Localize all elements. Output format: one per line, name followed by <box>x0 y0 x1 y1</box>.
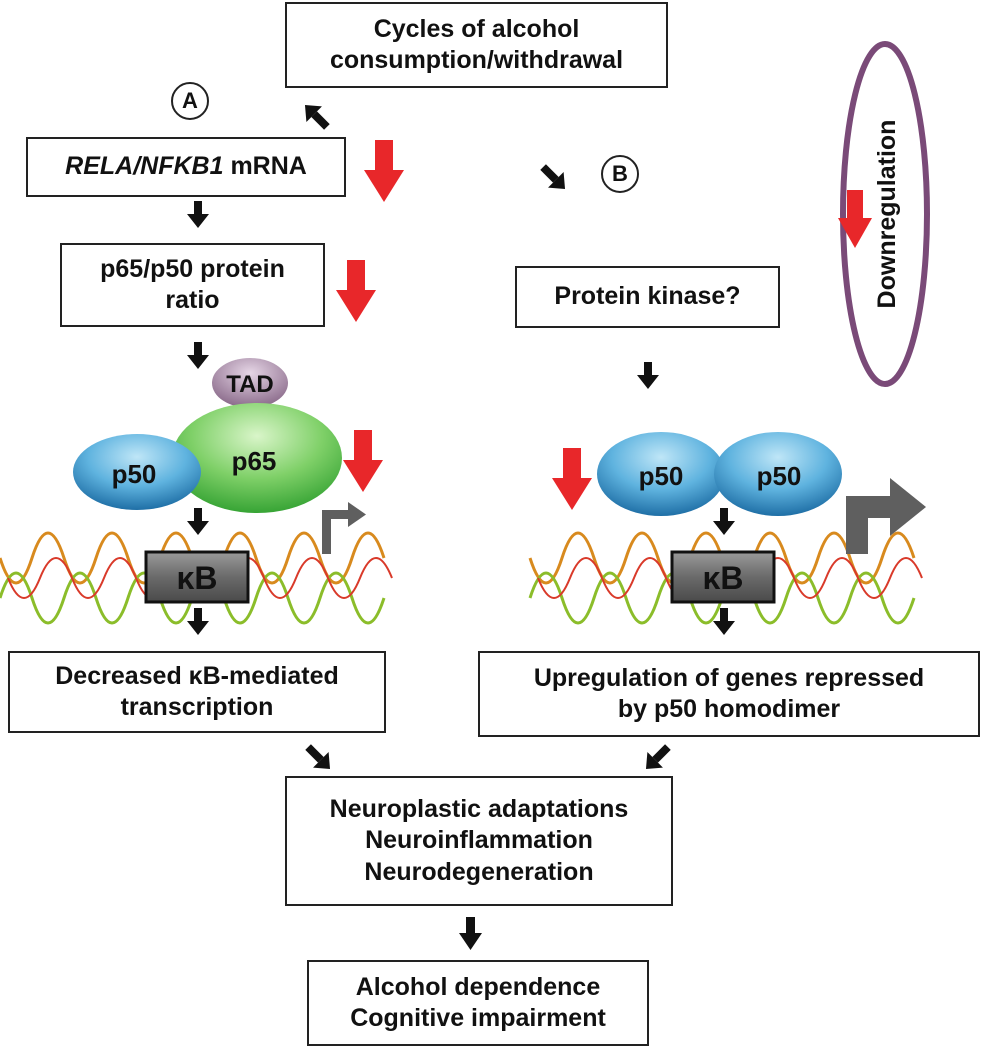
down-arrow-mrna-icon <box>364 140 404 202</box>
kb-label-a: κB <box>177 560 218 596</box>
ratio-box-line1: p65/p50 protein <box>100 254 285 283</box>
legend-down-arrow-icon <box>838 190 872 248</box>
p50-label-b-right: p50 <box>757 461 802 491</box>
legend-ellipse <box>840 41 930 387</box>
kb-box-a <box>144 550 250 604</box>
p50-subunit-a <box>73 434 201 510</box>
p50-subunit-b-left <box>597 432 725 516</box>
promoter-arrow-a-icon <box>322 502 366 554</box>
promoter-arrow-b-icon <box>846 478 926 554</box>
arrow-a2-icon <box>187 342 209 369</box>
p50-label-b-left: p50 <box>639 461 684 491</box>
p65-subunit <box>172 403 342 513</box>
down-arrows <box>336 140 592 510</box>
pathway-b-label: B <box>601 155 639 193</box>
flow-arrows <box>187 104 735 950</box>
ratio-box: p65/p50 protein ratio <box>60 243 325 327</box>
kinase-box: Protein kinase? <box>515 266 780 328</box>
p50-subunit-b-right <box>714 432 842 516</box>
mrna-suffix: mRNA <box>223 152 307 181</box>
effects-box: Neuroplastic adaptations Neuroinflammati… <box>285 776 673 906</box>
arrow-top-to-b-icon <box>540 164 566 190</box>
mrna-box: RELA/NFKB1 mRNA <box>26 137 346 197</box>
top-box-line1: Cycles of alcohol <box>373 14 580 43</box>
arrow-effects-to-final-icon <box>459 917 482 950</box>
top-box-line2: consumption/withdrawal <box>329 46 624 74</box>
effects-line3: Neurodegeneration <box>364 857 594 886</box>
top-box: Cycles of alcohol consumption/withdrawal <box>285 2 668 88</box>
final-line1: Alcohol dependence <box>355 972 601 1001</box>
arrow-b-to-effects-icon <box>645 744 671 770</box>
pathway-a-label: A <box>171 82 209 120</box>
down-arrow-p65-icon <box>343 430 383 492</box>
p65-label: p65 <box>232 446 277 476</box>
kb-label-b: κB <box>703 560 744 596</box>
effects-line2: Neuroinflammation <box>365 826 593 855</box>
arrow-b1-icon <box>637 362 659 389</box>
down-arrow-ratio-icon <box>336 260 376 322</box>
outcome-b-box: Upregulation of genes repressed by p50 h… <box>478 651 980 737</box>
ratio-box-line2: ratio <box>165 286 220 314</box>
arrow-a-to-effects-icon <box>305 744 331 770</box>
arrow-a3-icon <box>187 508 209 535</box>
mrna-genes: RELA/NFKB1 <box>65 152 224 181</box>
tad-label: TAD <box>226 371 274 398</box>
final-box: Alcohol dependence Cognitive impairment <box>307 960 649 1046</box>
outcome-a-box: Decreased κB-mediated transcription <box>8 651 386 733</box>
arrow-a1-icon <box>187 201 209 228</box>
arrow-b2-icon <box>713 508 735 535</box>
arrow-b3-icon <box>713 608 735 635</box>
arrow-a4-icon <box>187 608 209 635</box>
tad-domain <box>212 358 288 408</box>
p50-label-a: p50 <box>112 459 157 489</box>
kb-box-b <box>670 550 776 604</box>
outcome-a-line1: Decreased κB-mediated <box>55 661 339 690</box>
outcome-b-line1: Upregulation of genes repressed <box>533 663 925 692</box>
final-line2: Cognitive impairment <box>350 1004 606 1032</box>
arrow-top-to-a-icon <box>304 104 330 130</box>
down-arrow-p50-homodimer-icon <box>552 448 592 510</box>
effects-line1: Neuroplastic adaptations <box>329 795 629 824</box>
outcome-a-line2: transcription <box>120 693 274 721</box>
outcome-b-line2: by p50 homodimer <box>617 695 841 723</box>
legend-label: Downregulation <box>873 120 901 309</box>
kinase-box-text: Protein kinase? <box>554 282 741 311</box>
